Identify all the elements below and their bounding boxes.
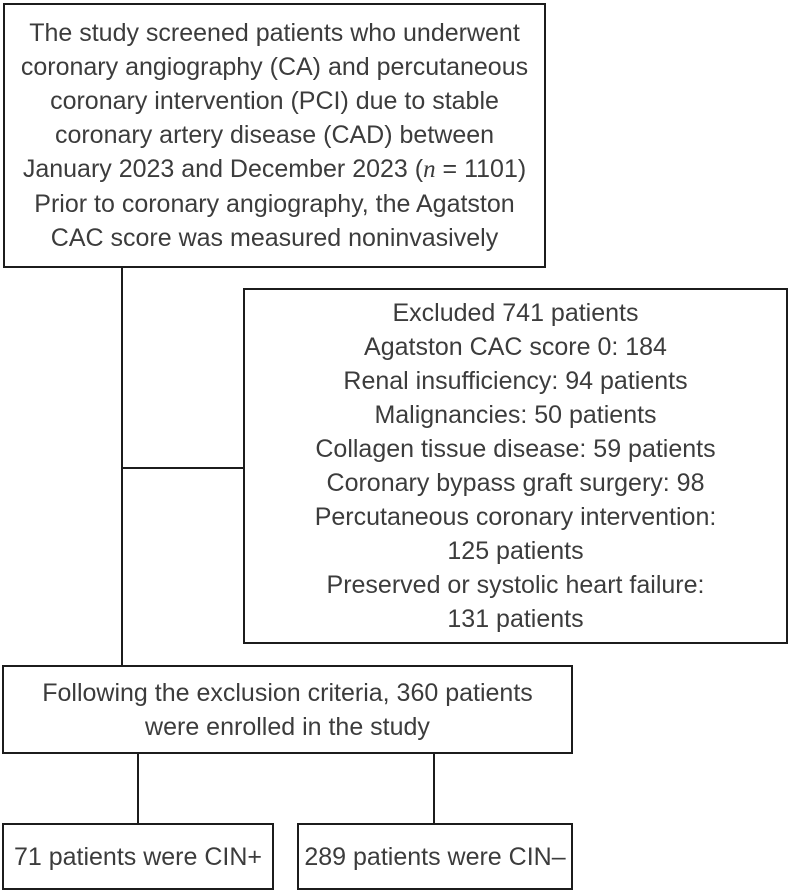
text-line: Agatston CAC score 0: 184 bbox=[364, 333, 667, 361]
connector-to-excluded-box bbox=[121, 467, 243, 469]
enrolled-box: Following the exclusion criteria, 360 pa… bbox=[2, 665, 573, 754]
text-line: Coronary bypass graft surgery: 98 bbox=[326, 469, 705, 497]
cin-negative-box: 289 patients were CIN– bbox=[297, 823, 573, 890]
text-line: 125 patients bbox=[447, 537, 584, 565]
text-line: 289 patients were CIN– bbox=[304, 842, 566, 871]
text-line: CAC score was measured noninvasively bbox=[50, 224, 499, 252]
text-line: coronary artery disease (CAD) between bbox=[54, 121, 495, 149]
text-line: Prior to coronary angiography, the Agats… bbox=[34, 190, 515, 218]
text-line: Renal insufficiency: 94 patients bbox=[343, 367, 688, 395]
text-segment: January 2023 and December 2023 ( bbox=[22, 155, 424, 183]
screening-box: The study screened patients who underwen… bbox=[3, 3, 546, 268]
text-line: 71 patients were CIN+ bbox=[13, 842, 263, 871]
text-line: coronary angiography (CA) and percutaneo… bbox=[20, 53, 529, 81]
text-line: coronary intervention (PCI) due to stabl… bbox=[50, 87, 499, 115]
italic-text: n bbox=[423, 156, 436, 183]
text-line: Preserved or systolic heart failure: bbox=[326, 571, 705, 599]
text-line: were enrolled in the study bbox=[145, 712, 430, 741]
text-line: Percutaneous coronary intervention: bbox=[314, 503, 717, 531]
connector-enrolled-to-cin-positive bbox=[137, 753, 139, 824]
text-line: January 2023 and December 2023 (n = 1101… bbox=[23, 152, 526, 187]
cin-positive-box: 71 patients were CIN+ bbox=[2, 823, 274, 890]
connector-screening-to-enrolled bbox=[121, 267, 123, 666]
text-line: 131 patients bbox=[447, 605, 584, 633]
text-line: The study screened patients who underwen… bbox=[29, 19, 520, 47]
text-segment: = 1101) bbox=[435, 155, 527, 183]
text-line: Following the exclusion criteria, 360 pa… bbox=[42, 678, 533, 707]
connector-enrolled-to-cin-negative bbox=[433, 753, 435, 824]
text-line: Collagen tissue disease: 59 patients bbox=[315, 435, 716, 463]
text-line: Excluded 741 patients bbox=[392, 299, 639, 327]
text-line: Malignancies: 50 patients bbox=[374, 401, 657, 429]
